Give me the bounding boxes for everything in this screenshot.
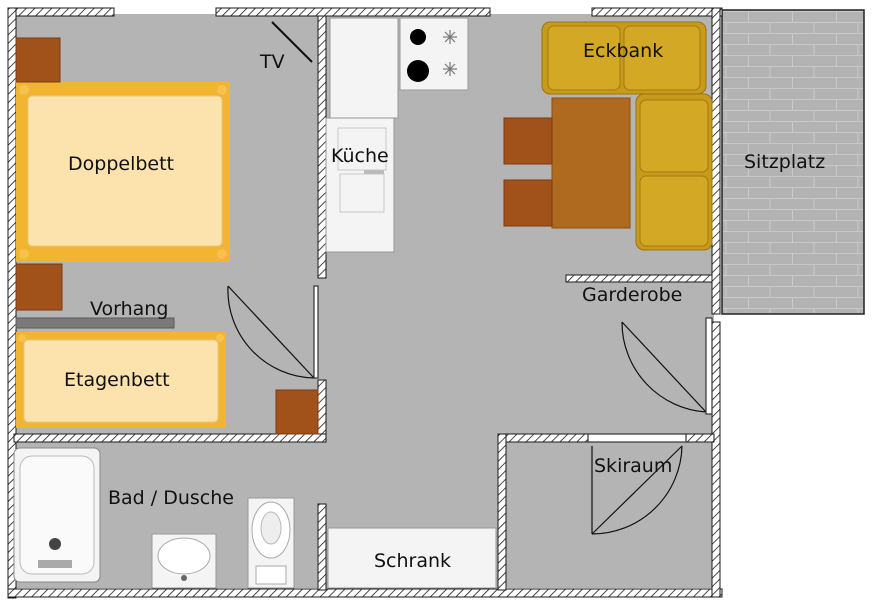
bedroom-door	[227, 285, 319, 379]
nightstand-bottom	[15, 263, 63, 311]
label-schrank: Schrank	[374, 550, 451, 572]
wardrobe	[327, 527, 497, 589]
skiroom-door	[587, 433, 687, 535]
stove-burner-icon	[410, 29, 426, 45]
dining-table	[551, 97, 631, 229]
double-bed	[16, 82, 230, 262]
room-labels: TV Doppelbett Vorhang Etagenbett Küche E…	[64, 40, 825, 572]
bathtub	[13, 447, 101, 583]
nightstand-top	[15, 37, 61, 83]
label-etagenbett: Etagenbett	[64, 369, 170, 391]
label-skiraum: Skiraum	[594, 455, 672, 477]
label-doppelbett: Doppelbett	[68, 153, 174, 175]
label-bad: Bad / Dusche	[108, 487, 234, 509]
label-sitzplatz: Sitzplatz	[744, 151, 825, 173]
curtain	[15, 317, 175, 329]
label-kueche: Küche	[331, 145, 389, 167]
toilet	[247, 497, 295, 589]
stove-burner-icon	[407, 60, 429, 82]
label-vorhang: Vorhang	[90, 298, 168, 320]
label-tv: TV	[259, 51, 285, 73]
tv-icon	[271, 21, 313, 63]
entrance-door	[621, 317, 713, 415]
bedroom-cabinet	[275, 389, 319, 435]
label-garderobe: Garderobe	[582, 284, 682, 306]
chair	[503, 117, 553, 165]
bunk-bed	[16, 332, 226, 428]
sink	[151, 533, 217, 589]
corner-bench	[541, 21, 713, 251]
walls	[7, 7, 723, 599]
label-eckbank: Eckbank	[583, 40, 663, 62]
kitchen	[325, 17, 469, 253]
patio	[721, 9, 865, 315]
chair	[503, 179, 553, 227]
